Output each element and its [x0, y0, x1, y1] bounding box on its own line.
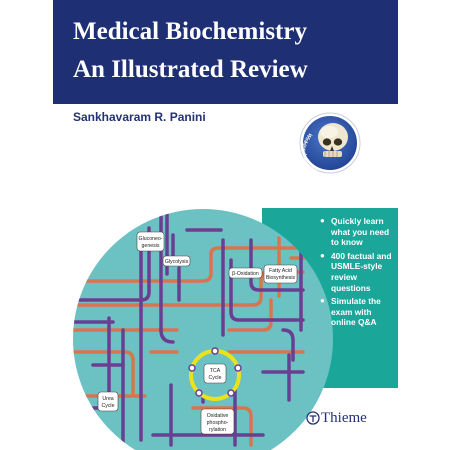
title-banner: Medical Biochemistry An Illustrated Revi…: [53, 0, 398, 104]
author-name: Sankhavaram R. Panini: [73, 110, 206, 124]
book-title-line-1: Medical Biochemistry: [73, 18, 307, 45]
book-title-line-2: An Illustrated Review: [73, 56, 308, 83]
publisher-name: Thieme: [321, 410, 367, 426]
features-list: Quickly learn what you need to know 400 …: [320, 216, 398, 331]
feature-item: 400 factual and USMLE-style review quest…: [320, 251, 398, 293]
feature-item: Quickly learn what you need to know: [320, 216, 398, 248]
feature-item: Simulate the exam with online Q&A: [320, 296, 398, 328]
label-gluconeogenesis-line1: Gluconeo-: [139, 236, 163, 242]
svg-text:phospho-: phospho-: [207, 420, 229, 426]
svg-text:Oxidative: Oxidative: [207, 413, 229, 419]
label-urea-cycle: Urea Cycle: [97, 391, 119, 412]
label-tca-cycle: TCA Cycle: [203, 363, 227, 384]
thieme-logo-icon: [306, 411, 320, 425]
svg-text:Biosynthesis: Biosynthesis: [266, 275, 296, 281]
svg-text:Fatty Acid: Fatty Acid: [269, 268, 292, 274]
svg-text:Glycolysis: Glycolysis: [165, 259, 189, 265]
label-fatty-acid-biosynthesis: Fatty Acid Biosynthesis: [263, 264, 298, 284]
skull-icon: [318, 123, 348, 157]
label-glycolysis: Glycolysis: [162, 255, 191, 267]
svg-text:Cycle: Cycle: [209, 375, 222, 381]
label-gluconeogenesis: Gluconeo- genesis: [136, 231, 165, 252]
book-cover: Medical Biochemistry An Illustrated Revi…: [53, 0, 398, 450]
svg-text:Cycle: Cycle: [102, 403, 115, 409]
svg-text:β-Oxidation: β-Oxidation: [232, 271, 259, 277]
label-gluconeogenesis-line2: genesis: [142, 243, 160, 249]
svg-text:Urea: Urea: [102, 396, 113, 402]
svg-text:TCA: TCA: [210, 368, 221, 374]
svg-text:rylation: rylation: [209, 427, 226, 433]
label-beta-oxidation: β-Oxidation: [228, 267, 263, 279]
winkingskull-badge: Winkingskull.com: [299, 112, 361, 174]
label-oxidative-phosphorylation: Oxidative phospho- rylation: [200, 408, 235, 435]
